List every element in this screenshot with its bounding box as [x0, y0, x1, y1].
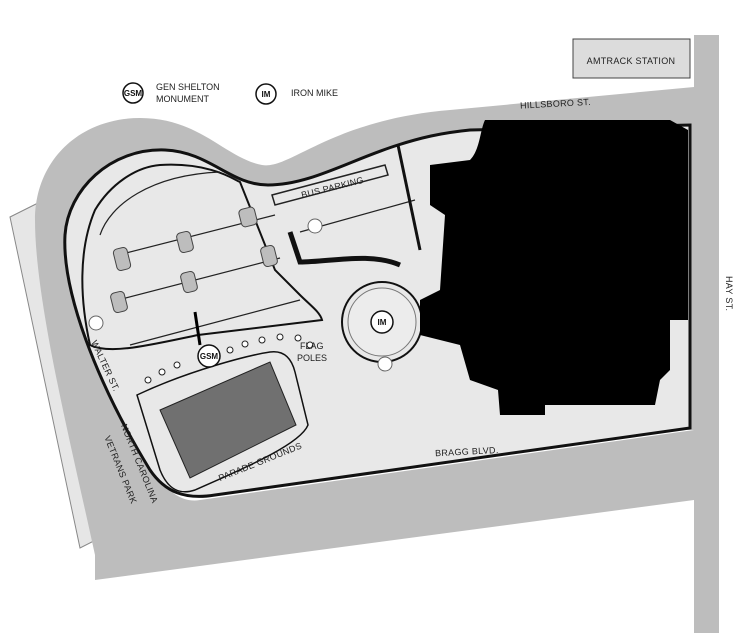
main-building [420, 120, 688, 415]
bragg-blvd-label: BRAGG BLVD. [435, 445, 499, 458]
parking-lot [81, 163, 324, 351]
parade-grounds [159, 361, 297, 479]
amtrack-station [572, 38, 691, 79]
im-legend-label: IRON MIKE [291, 88, 338, 98]
gen-shelton-icon [197, 344, 221, 368]
gsm-legend-code: GSM [124, 89, 143, 98]
iron-mike-marker: IM [378, 318, 387, 327]
gsm-legend-label-1: GEN SHELTON [156, 82, 220, 92]
gen-shelton-marker: GSM [200, 352, 219, 361]
driveway-edge [287, 231, 401, 268]
wheelchair-icon [88, 218, 393, 372]
im-legend-code: IM [262, 90, 271, 99]
legend: GSM GEN SHELTON MONUMENT IM IRON MIKE [122, 82, 338, 105]
hay-street-road [694, 35, 719, 633]
iron-mike-icon [370, 310, 394, 334]
gsm-legend-icon [122, 82, 144, 104]
hillsboro-street-label: HILLSBORO ST. [520, 97, 591, 111]
flag-poles-label-2: POLES [297, 353, 327, 363]
lot-divider [193, 311, 202, 346]
gsm-legend-label-2: MONUMENT [156, 94, 209, 104]
im-legend-icon [255, 83, 277, 105]
flag-poles-label-1: FLAG [300, 341, 324, 351]
parking-islands [110, 206, 278, 314]
amtrack-station-label: AMTRACK STATION [587, 56, 676, 66]
hay-street-label: HAY ST. [724, 276, 734, 311]
bus-parking [271, 164, 389, 206]
flag-poles [144, 333, 314, 384]
access-road-edge [396, 144, 422, 251]
